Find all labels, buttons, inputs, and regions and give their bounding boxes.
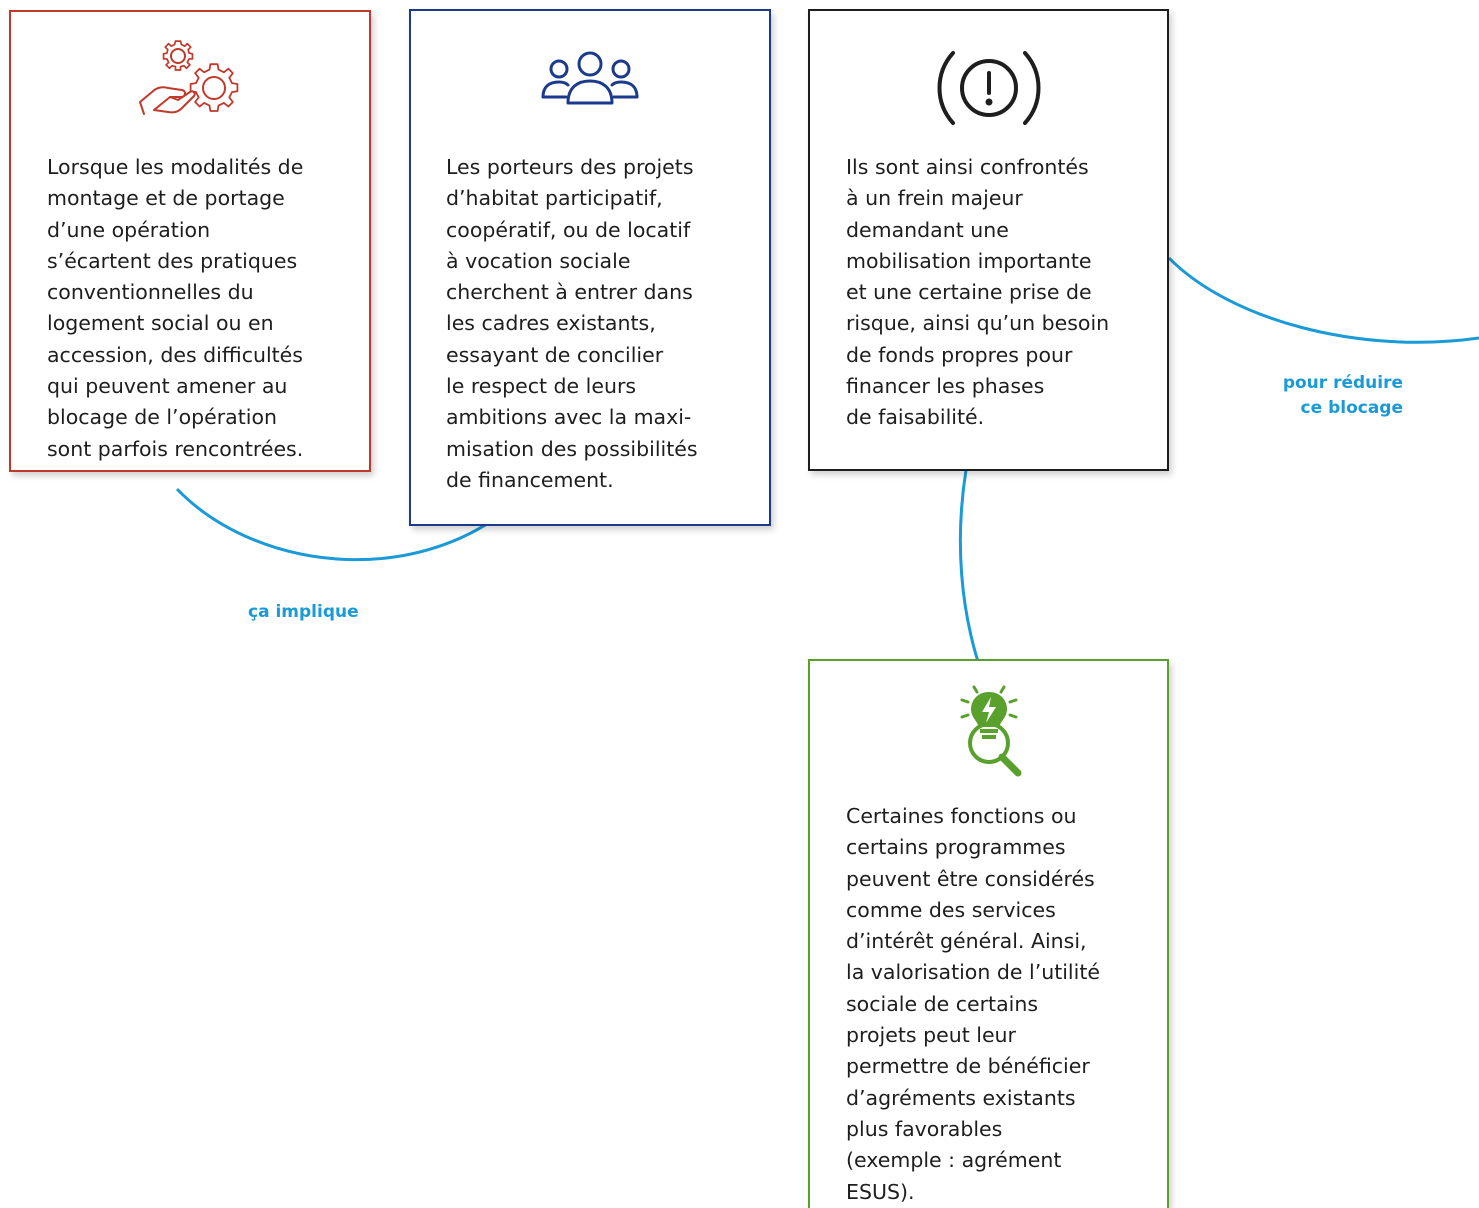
box-general-interest-text: Certaines fonctions ou certains programm…: [846, 804, 1100, 1204]
lightbulb-search-icon: [810, 683, 1167, 783]
box-major-obstacle: Ils sont ainsi confrontés à un frein maj…: [808, 9, 1169, 471]
box-project-holders-text: Les porteurs des projets d’habitat parti…: [446, 155, 698, 492]
connector-label-reduire: pour réduire ce blocage: [1282, 373, 1403, 418]
box-difficulties: Lorsque les modalités de montage et de p…: [9, 10, 371, 472]
box-difficulties-text: Lorsque les modalités de montage et de p…: [47, 155, 304, 461]
people-group-icon: [411, 47, 769, 107]
warning-circle-icon: [810, 45, 1167, 131]
arrow-to-green: [958, 469, 985, 678]
arrow-reduire: [1167, 256, 1479, 344]
box-project-holders: Les porteurs des projets d’habitat parti…: [409, 9, 771, 526]
gears-hand-icon: [11, 30, 369, 120]
box-general-interest: Certaines fonctions ou certains programm…: [808, 659, 1169, 1208]
connector-label-implique: ça implique: [248, 602, 359, 622]
box-major-obstacle-text: Ils sont ainsi confrontés à un frein maj…: [846, 155, 1110, 430]
